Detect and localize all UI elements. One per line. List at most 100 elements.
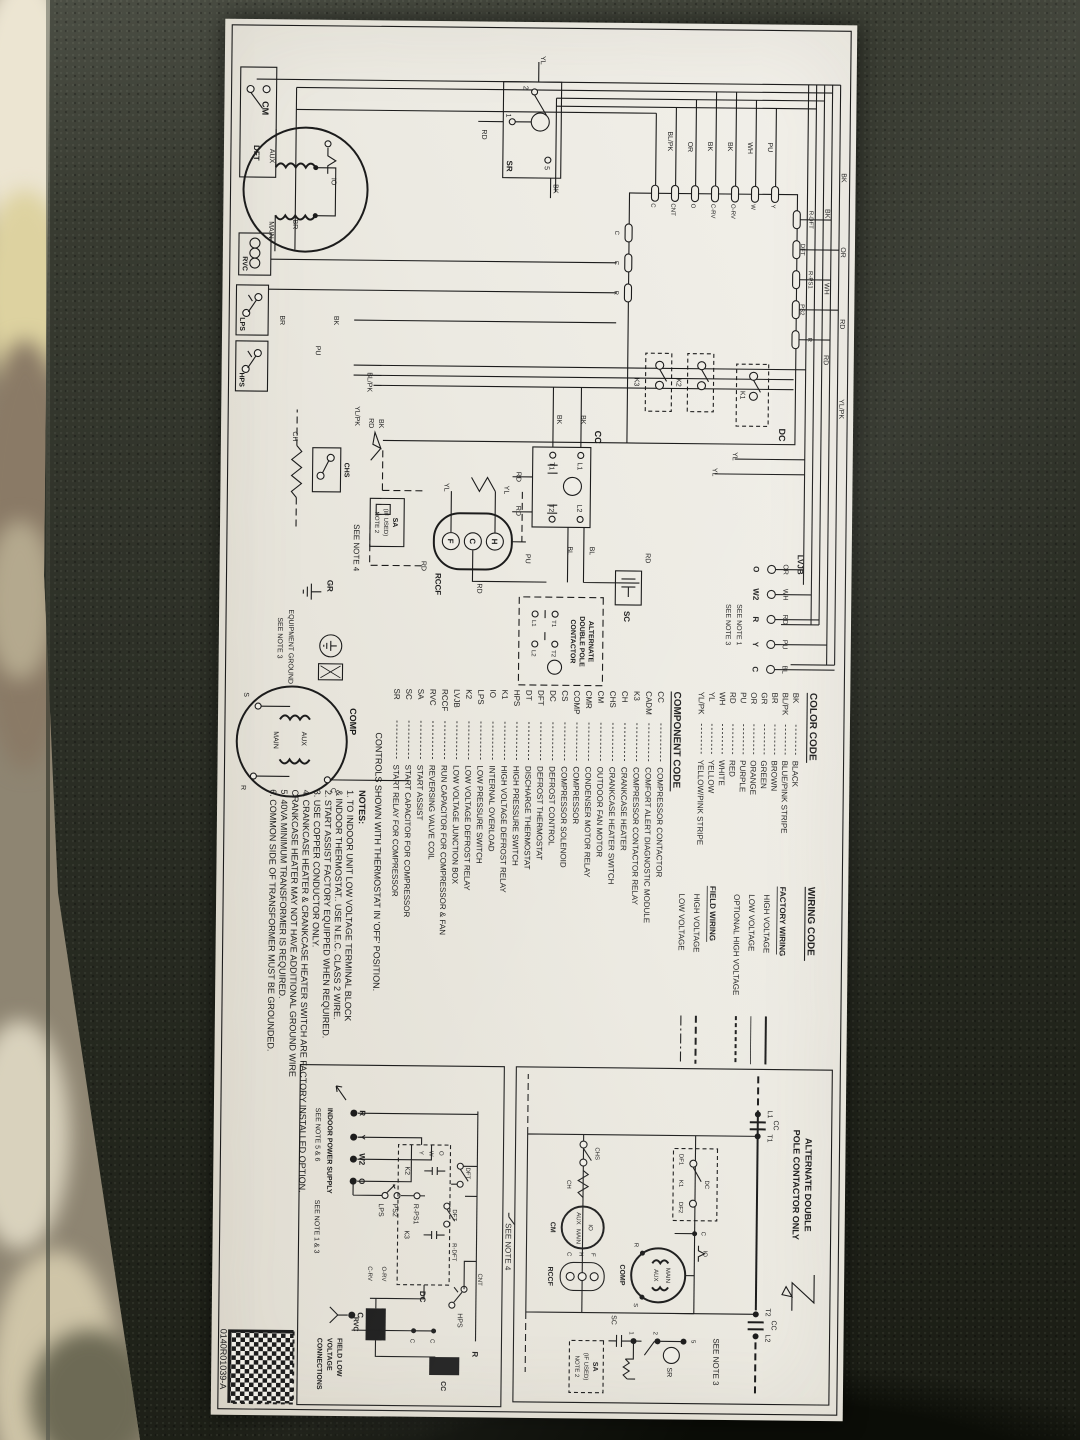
- svg-text:LOW VOLTAGE JUNCTION BOX: LOW VOLTAGE JUNCTION BOX: [450, 765, 460, 885]
- part-number: 0140R01039-A: [218, 1329, 229, 1390]
- svg-text:6. COMMON SIDE OF TRANSFORMER: 6. COMMON SIDE OF TRANSFORMER MUST BE GR…: [266, 789, 279, 1051]
- svg-text:PU: PU: [314, 346, 321, 356]
- svg-text:COMPRESSOR CONTACTOR: COMPRESSOR CONTACTOR: [654, 767, 664, 877]
- svg-text:COMPRESSOR: COMPRESSOR: [571, 766, 581, 824]
- svg-text:ALTERNATE: ALTERNATE: [587, 621, 594, 663]
- svg-text:YL: YL: [731, 452, 738, 461]
- svg-text:YL: YL: [539, 56, 546, 65]
- svg-text:BK: BK: [706, 142, 713, 152]
- low-pressure-switch: LPS: [235, 284, 270, 336]
- svg-text:C: C: [356, 1312, 365, 1318]
- svg-text:YL: YL: [707, 692, 716, 702]
- svg-text:BL/PK: BL/PK: [781, 693, 790, 716]
- svg-text:O: O: [689, 204, 695, 209]
- svg-text:K3: K3: [632, 691, 641, 701]
- svg-text:WIRING CODE: WIRING CODE: [805, 887, 817, 956]
- svg-text:BL/PK: BL/PK: [365, 372, 372, 392]
- alternate-contactor-box: ALTERNATE DOUBLE POLE CONTACTOR T1 L1 T2…: [517, 596, 604, 687]
- svg-text:LOW VOLTAGE: LOW VOLTAGE: [677, 894, 687, 951]
- svg-text:OR: OR: [686, 142, 693, 153]
- svg-text:HIGH PRESSURE SWITCH: HIGH PRESSURE SWITCH: [510, 766, 520, 866]
- svg-text:VOLTAGE: VOLTAGE: [325, 1338, 332, 1371]
- svg-text:F: F: [446, 539, 455, 544]
- svg-text:LVJB: LVJB: [452, 689, 461, 708]
- controls-note: CONTROLS SHOWN WITH THERMOSTAT IN 'OFF' …: [371, 732, 384, 991]
- high-pressure-switch: HPS: [234, 340, 269, 392]
- svg-text:YL: YL: [711, 468, 718, 477]
- svg-text:C: C: [329, 788, 336, 793]
- svg-text:DC: DC: [418, 1291, 427, 1303]
- wire-flag-arrow: [370, 430, 382, 461]
- svg-text:SEE NOTE 1 & 3: SEE NOTE 1 & 3: [312, 1200, 320, 1254]
- svg-text:HIGH VOLTAGE DEFROST RELAY: HIGH VOLTAGE DEFROST RELAY: [498, 766, 508, 894]
- svg-text:RCCF: RCCF: [546, 1266, 553, 1286]
- wiring-diagram-label: BK BK OR WH RD RD YL/PK YL YL PU WH BK B…: [210, 18, 858, 1422]
- label-border: [217, 24, 852, 1416]
- svg-text:T1: T1: [548, 462, 555, 470]
- svg-text:BK: BK: [823, 209, 830, 219]
- svg-text:BR: BR: [770, 692, 779, 703]
- svg-text:F: F: [589, 1253, 595, 1257]
- svg-text:RD: RD: [475, 583, 482, 593]
- svg-text:CH: CH: [565, 1180, 571, 1189]
- svg-text:PS2: PS2: [391, 1204, 398, 1217]
- svg-text:INTERNAL OVERLOAD: INTERNAL OVERLOAD: [487, 766, 497, 852]
- svg-text:K2: K2: [403, 1166, 410, 1175]
- svg-text:OUTDOOR FAN MOTOR: OUTDOOR FAN MOTOR: [595, 767, 605, 858]
- svg-text:CC: CC: [772, 1120, 779, 1130]
- svg-text:BLACK: BLACK: [790, 761, 799, 788]
- svg-text:RED: RED: [727, 760, 736, 777]
- svg-text:Y: Y: [417, 1151, 423, 1155]
- svg-text:5: 5: [689, 1340, 695, 1344]
- svg-text:BK: BK: [579, 415, 586, 425]
- start-capacitor: SC: [614, 570, 643, 622]
- svg-text:CONDENSER MOTOR RELAY: CONDENSER MOTOR RELAY: [582, 767, 592, 879]
- compressor-contactor: CC L1 T1 L2 T2: [512, 387, 640, 584]
- svg-text:YL: YL: [442, 483, 449, 492]
- svg-text:CRANKCASE HEATER MAY NOT HAVE: CRANKCASE HEATER MAY NOT HAVE ADDITIONAL…: [287, 789, 300, 1076]
- svg-text:OR: OR: [839, 247, 846, 258]
- cabinet-edge: [46, 0, 50, 1440]
- svg-text:RCCF: RCCF: [433, 573, 442, 595]
- svg-text:YELLOW: YELLOW: [706, 760, 715, 794]
- svg-text:LPS: LPS: [238, 317, 245, 331]
- svg-text:5: 5: [543, 166, 550, 170]
- svg-text:RD: RD: [822, 355, 829, 365]
- start-assist: SA (IF USED) NOTE 2: [369, 497, 405, 548]
- svg-text:NOTE 2: NOTE 2: [573, 1356, 579, 1378]
- svg-text:START RELAY FOR COMPRESSOR: START RELAY FOR COMPRESSOR: [390, 765, 400, 897]
- svg-text:SA: SA: [391, 518, 398, 528]
- svg-text:DFT: DFT: [451, 1209, 457, 1221]
- svg-text:COLOR CODE: COLOR CODE: [807, 693, 819, 761]
- svg-text:DF1: DF1: [677, 1154, 683, 1166]
- svg-text:SEE NOTE 3: SEE NOTE 3: [711, 1338, 720, 1386]
- svg-text:BL: BL: [588, 547, 595, 556]
- svg-text:CHS: CHS: [608, 691, 617, 708]
- svg-text:C: C: [408, 1339, 414, 1344]
- see-note-4-divider: SEE NOTE 4: [503, 1223, 512, 1271]
- svg-text:R: R: [751, 616, 760, 622]
- svg-text:CC: CC: [770, 1320, 777, 1330]
- svg-text:(IF USED): (IF USED): [382, 509, 388, 537]
- svg-text:IO: IO: [701, 1251, 707, 1258]
- svg-text:PURPLE: PURPLE: [738, 760, 747, 792]
- svg-text:COMFORT ALERT DIAGNOSTIC MODUL: COMFORT ALERT DIAGNOSTIC MODULE: [642, 767, 653, 923]
- svg-text:K2: K2: [674, 378, 681, 387]
- svg-text:O-RV: O-RV: [380, 1266, 386, 1281]
- svg-text:OR: OR: [749, 692, 758, 704]
- svg-text:DFT: DFT: [536, 690, 545, 706]
- svg-text:COMP: COMP: [348, 708, 358, 735]
- svg-text:SR: SR: [665, 1367, 672, 1377]
- svg-text:HPS: HPS: [237, 372, 244, 387]
- svg-text:CRANKCASE HEATER SWITCH: CRANKCASE HEATER SWITCH: [606, 767, 616, 885]
- svg-text:MAIN: MAIN: [575, 1229, 581, 1244]
- svg-text:IO: IO: [488, 690, 497, 699]
- main-schematic: BK BK OR WH RD RD YL/PK YL YL PU WH BK B…: [234, 56, 847, 798]
- svg-text:CRANKCASE HEATER: CRANKCASE HEATER: [619, 767, 629, 851]
- svg-text:BK: BK: [791, 693, 800, 704]
- svg-text:K3: K3: [632, 378, 639, 387]
- compressor-motor: COMP AUX MAIN S R C: [235, 685, 410, 798]
- svg-text:BK: BK: [377, 419, 384, 429]
- svg-text:START ASSIST: START ASSIST: [415, 765, 425, 821]
